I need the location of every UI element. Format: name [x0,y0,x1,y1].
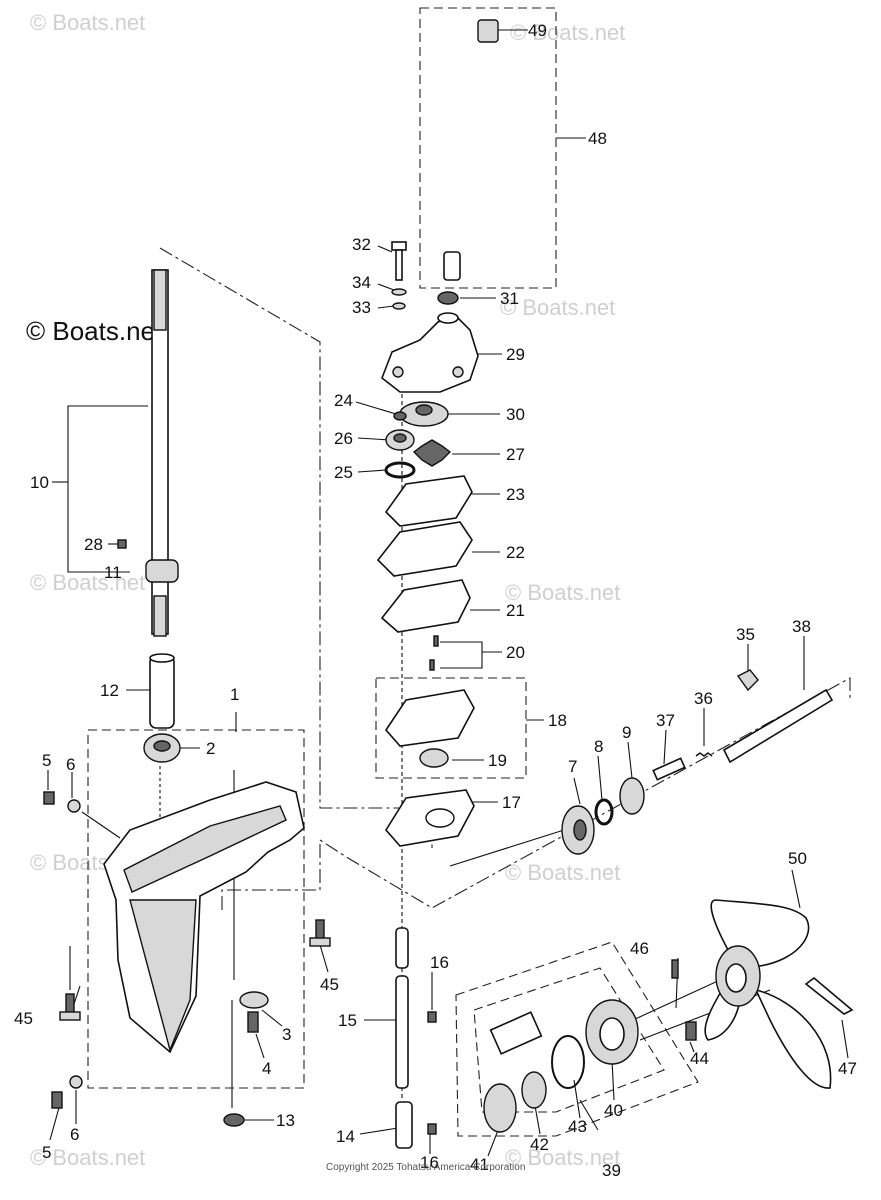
copyright-notice: Copyright 2025 Tohatsu America Corporati… [326,1162,525,1173]
callout-15[interactable]: 15 [338,1011,357,1030]
callout-29[interactable]: 29 [506,345,525,364]
sleeve-12 [149,655,175,729]
box-39 [455,941,699,1137]
callout-24[interactable]: 24 [334,391,353,410]
callout-labels: 49 48 32 34 33 31 29 24 30 26 27 25 23 2… [14,21,857,1180]
callout-22[interactable]: 22 [506,543,525,562]
callout-49[interactable]: 49 [528,21,547,40]
callout-17[interactable]: 17 [502,793,521,812]
callout-6-top[interactable]: 6 [66,755,75,774]
watermark-main: © Boats.net [26,316,163,346]
callout-39[interactable]: 39 [602,1161,621,1180]
callout-18[interactable]: 18 [548,711,567,730]
callout-42[interactable]: 42 [530,1135,549,1154]
watermark: © Boats.net [30,570,145,595]
gasket-23 [384,475,473,527]
watermark: © Boats.net [505,860,620,885]
shaft-15 [395,975,409,1089]
callout-9[interactable]: 9 [622,723,631,742]
watermark: © Boats.net [500,295,615,320]
gasket-17 [385,789,475,847]
callout-10[interactable]: 10 [30,473,49,492]
callout-12[interactable]: 12 [100,681,119,700]
shaft-path-2 [221,677,851,910]
callout-26[interactable]: 26 [334,429,353,448]
watermark: © Boats.net [30,10,145,35]
gasket-21 [380,579,471,633]
callout-30[interactable]: 30 [506,405,525,424]
callout-7[interactable]: 7 [568,757,577,776]
callout-45-left[interactable]: 45 [14,1009,33,1028]
callout-47[interactable]: 47 [838,1059,857,1078]
callout-45-right[interactable]: 45 [320,975,339,994]
callout-2[interactable]: 2 [206,739,215,758]
callout-16-top[interactable]: 16 [430,953,449,972]
box-18 [375,677,527,779]
callout-16-bottom[interactable]: 16 [420,1153,439,1172]
box-39-inner [473,967,665,1113]
watermark: © Boats.net [30,1145,145,1170]
callout-5-bottom[interactable]: 5 [42,1143,51,1162]
plate-22 [376,521,473,577]
impeller-27 [412,439,452,467]
callout-21[interactable]: 21 [506,601,525,620]
box-1 [87,729,305,1089]
housing-18 [384,689,475,747]
callout-23[interactable]: 23 [506,485,525,504]
water-tube-48 [451,35,467,262]
callout-37[interactable]: 37 [656,711,675,730]
callout-46[interactable]: 46 [630,939,649,958]
propeller-shaft-38 [722,688,834,764]
callout-5-top[interactable]: 5 [42,751,51,770]
callout-41[interactable]: 41 [470,1155,489,1174]
callout-6-bottom[interactable]: 6 [70,1125,79,1144]
callout-1[interactable]: 1 [230,685,239,704]
callout-20[interactable]: 20 [506,643,525,662]
callout-44[interactable]: 44 [690,1049,709,1068]
box-48 [419,7,557,289]
callout-3[interactable]: 3 [282,1025,291,1044]
callout-38[interactable]: 38 [792,617,811,636]
clip-49 [477,19,499,43]
callout-48[interactable]: 48 [588,129,607,148]
callout-35[interactable]: 35 [736,625,755,644]
callout-36[interactable]: 36 [694,689,713,708]
callout-25[interactable]: 25 [334,463,353,482]
callout-13[interactable]: 13 [276,1111,295,1130]
pump-housing-29 [381,315,479,393]
parts [43,19,854,1149]
callout-32[interactable]: 32 [352,235,371,254]
callout-50[interactable]: 50 [788,849,807,868]
callout-40[interactable]: 40 [604,1101,623,1120]
watermark: © Boats.net [505,580,620,605]
watermark: © Boats.net [510,20,625,45]
callout-28[interactable]: 28 [84,535,103,554]
callout-11[interactable]: 11 [104,563,122,582]
watermark: © Boats.net [505,1145,620,1170]
callout-34[interactable]: 34 [352,273,371,292]
callout-33[interactable]: 33 [352,298,371,317]
callout-14[interactable]: 14 [336,1127,355,1146]
callout-27[interactable]: 27 [506,445,525,464]
callout-31[interactable]: 31 [500,289,519,308]
watermarks: © Boats.net © Boats.net © Boats.net © Bo… [30,10,625,1170]
part-14 [395,1101,413,1149]
callout-8[interactable]: 8 [594,737,603,756]
callout-19[interactable]: 19 [488,751,507,770]
callout-4[interactable]: 4 [262,1059,271,1078]
callout-43[interactable]: 43 [568,1117,587,1136]
